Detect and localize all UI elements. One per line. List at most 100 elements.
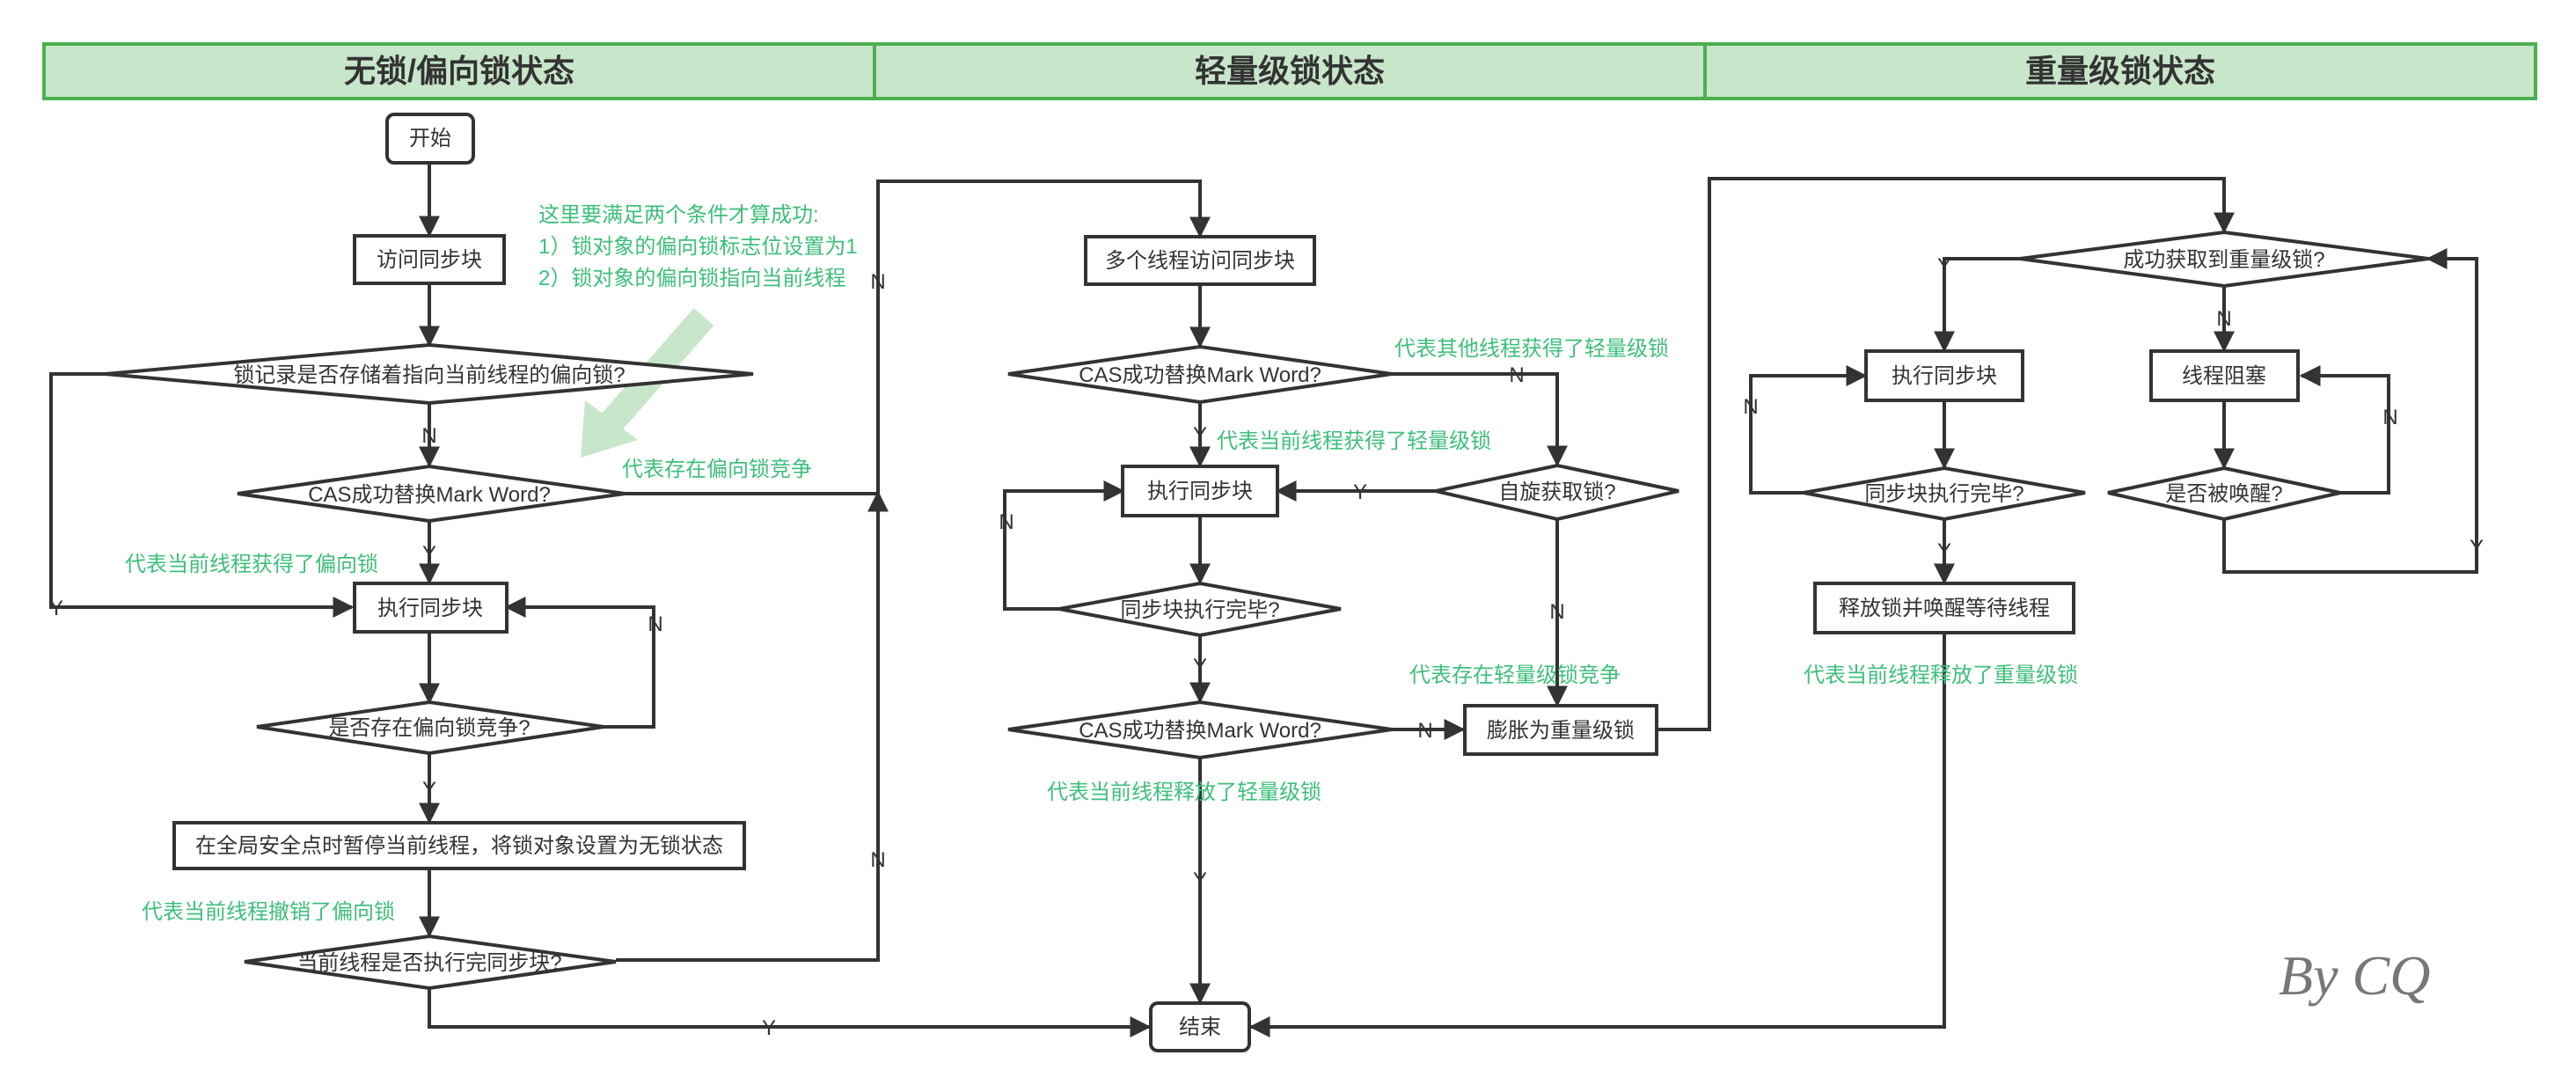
annotation-got-bias: 代表当前线程获得了偏向锁 — [125, 553, 378, 576]
annotations: 这里要满足两个条件才算成功: 1）锁对象的偏向锁标志位设置为1 2）锁对象的偏向… — [125, 203, 2078, 924]
label-woken-n: N — [2382, 406, 2397, 429]
node-cas3-label: CAS成功替换Mark Word? — [1079, 719, 1321, 743]
annotation-cond-1: 1）锁对象的偏向锁标志位设置为1 — [538, 235, 858, 259]
label-cas3-y: Y — [1193, 868, 1207, 892]
node-end — [1149, 1001, 1251, 1052]
edge-biascomp-no-exec1 — [504, 597, 655, 729]
annotation-got-light: 代表当前线程获得了轻量级锁 — [1217, 429, 1491, 453]
label-woken-y: Y — [2470, 536, 2484, 560]
edge-syncdone3-no-exec3 — [1749, 365, 1868, 495]
column-headers: 无锁/偏向锁状态 轻量级锁状态 重量级锁状态 — [42, 42, 2537, 100]
annotation-released-light: 代表当前线程释放了轻量级锁 — [1047, 781, 1321, 804]
label-syncdone2-n: N — [999, 510, 1014, 534]
node-woken — [2107, 465, 2341, 522]
node-safepoint — [172, 821, 746, 870]
edge-cas2-no-spin — [1392, 372, 1568, 467]
edge-release-end — [1248, 633, 1946, 1037]
node-start-label: 开始 — [409, 127, 451, 150]
edge-donecheck-no-up — [616, 490, 889, 962]
node-cas2-label: CAS成功替换Mark Word? — [1079, 363, 1321, 387]
node-exec3-label: 执行同步块 — [1892, 364, 1997, 388]
node-sync-done2 — [1058, 581, 1342, 638]
node-cas1 — [237, 464, 626, 524]
edge-woken-yes-heavyok — [2222, 248, 2478, 574]
label-biascomp-n: N — [648, 612, 662, 636]
node-exec2-label: 执行同步块 — [1147, 480, 1253, 503]
edge-inflate-heavyok — [1657, 177, 2235, 731]
node-cas1-label: CAS成功替换Mark Word? — [308, 483, 551, 507]
node-blocked-label: 线程阻塞 — [2182, 364, 2266, 388]
node-exec1-label: 执行同步块 — [377, 597, 483, 620]
node-cas2 — [1007, 344, 1393, 405]
header-lightweight-label: 轻量级锁状态 — [1195, 53, 1385, 89]
label-heavyok-n: N — [2216, 307, 2231, 331]
header-heavyweight-label: 重量级锁状态 — [2025, 53, 2215, 89]
edges — [49, 163, 2478, 1037]
label-checkbias-y: Y — [49, 597, 63, 620]
edge-checkbias-yes-exec1 — [49, 372, 355, 618]
node-check-bias — [105, 342, 754, 406]
label-syncdone3-y: Y — [1937, 539, 1951, 563]
label-syncdone3-n: N — [1743, 395, 1758, 419]
node-start — [385, 113, 475, 165]
edge-donecheck-yes-end — [428, 988, 1152, 1037]
label-checkbias-n: N — [421, 424, 436, 448]
label-cas2-n: N — [1509, 363, 1524, 387]
node-check-bias-label: 锁记录是否存储着指向当前线程的偏向锁? — [233, 363, 625, 387]
edge-labels: N Y Y N Y Y N N Y N Y N N Y N Y Y N N Y … — [49, 254, 2484, 1040]
node-spin-label: 自旋获取锁? — [1498, 480, 1615, 504]
node-multi — [1084, 235, 1316, 286]
node-sync-done3-label: 同步块执行完毕? — [1864, 482, 2023, 506]
annotation-revoked-bias: 代表当前线程撤销了偏向锁 — [142, 900, 395, 924]
label-cas1-y: Y — [422, 542, 436, 566]
label-donecheck-y: Y — [762, 1016, 776, 1040]
node-safepoint-label: 在全局安全点时暂停当前线程，将锁对象设置为无锁状态 — [195, 834, 723, 858]
edge-woken-no-blocked — [2299, 365, 2390, 495]
node-access-label: 访问同步块 — [377, 248, 482, 272]
node-blocked — [2149, 349, 2300, 402]
node-exec1 — [353, 582, 509, 634]
label-cas1-n: N — [870, 270, 885, 294]
node-exec2 — [1121, 465, 1279, 517]
header-lockfree-biased-label: 无锁/偏向锁状态 — [344, 53, 574, 89]
node-done-check-label: 当前线程是否执行完同步块? — [296, 951, 561, 975]
nodes: 开始 访问同步块 锁记录是否存储着指向当前线程的偏向锁? CAS成功替换Mark… — [105, 113, 2429, 1052]
label-cas2-y: Y — [1193, 423, 1207, 447]
node-release — [1813, 582, 2075, 634]
header-heavyweight — [1703, 42, 2537, 100]
annotation-cond-title: 这里要满足两个条件才算成功: — [538, 203, 819, 227]
annotation-other-got-light: 代表其他线程获得了轻量级锁 — [1394, 337, 1669, 361]
edge-heavyok-yes-exec3 — [1934, 257, 2020, 353]
node-spin — [1435, 463, 1680, 522]
label-heavyok-y: Y — [1937, 254, 1951, 278]
node-multi-label: 多个线程访问同步块 — [1105, 249, 1295, 273]
label-cas3-n: N — [1417, 719, 1432, 743]
node-cas3 — [1007, 700, 1393, 760]
edge-syncdone2-no-exec2 — [1003, 480, 1125, 611]
header-lockfree-biased — [42, 42, 876, 100]
edge-cas1-multi — [625, 180, 1211, 495]
label-spin-y: Y — [1353, 480, 1367, 504]
node-bias-comp-label: 是否存在偏向锁竞争? — [328, 716, 530, 740]
label-biascomp-y: Y — [422, 778, 436, 802]
node-sync-done3 — [1803, 465, 2086, 522]
label-syncdone2-y: Y — [1193, 655, 1207, 678]
node-woken-label: 是否被唤醒? — [2165, 482, 2282, 506]
annotation-bias-contention: 代表存在偏向锁竞争 — [622, 458, 812, 481]
node-sync-done2-label: 同步块执行完毕? — [1120, 598, 1279, 622]
annotation-cond-2: 2）锁对象的偏向锁指向当前线程 — [538, 267, 845, 290]
node-inflate — [1463, 704, 1658, 756]
annotation-light-contention: 代表存在轻量级锁竞争 — [1409, 663, 1621, 687]
label-spin-n: N — [1549, 600, 1564, 624]
node-bias-comp — [256, 700, 604, 756]
node-end-label: 结束 — [1179, 1015, 1221, 1039]
node-release-label: 释放锁并唤醒等待线程 — [1839, 597, 2050, 620]
node-inflate-label: 膨胀为重量级锁 — [1487, 719, 1635, 743]
header-lightweight — [873, 42, 1707, 100]
label-donecheck-n: N — [870, 848, 885, 872]
node-done-check — [244, 934, 617, 991]
node-heavy-ok — [2019, 230, 2429, 289]
node-access — [353, 234, 506, 285]
annotation-released-heavy: 代表当前线程释放了重量级锁 — [1804, 663, 2078, 687]
